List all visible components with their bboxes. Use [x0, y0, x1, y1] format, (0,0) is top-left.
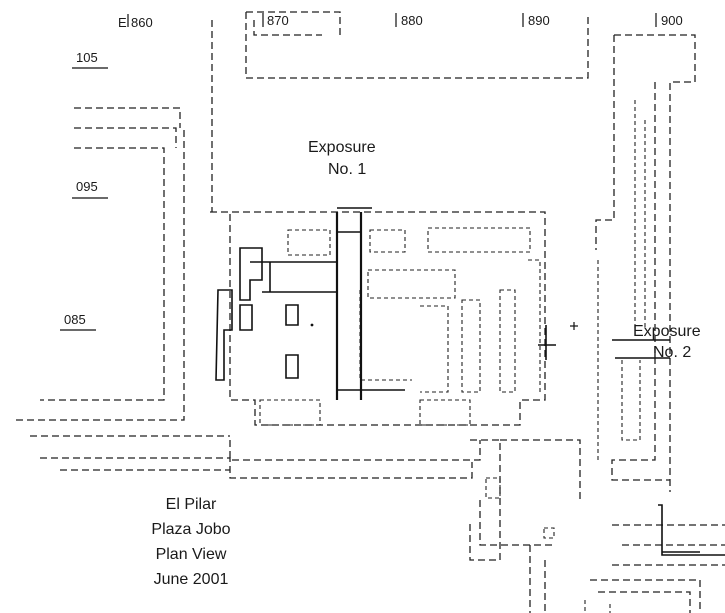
- northing-labels: 105 095 085: [60, 50, 108, 331]
- caption-view: Plan View: [156, 546, 227, 563]
- plan-caption: El Pilar Plaza Jobo Plan View June 2001: [151, 496, 230, 588]
- caption-date: June 2001: [154, 571, 229, 588]
- exposure-2-label-line2: No. 2: [653, 344, 691, 361]
- easting-labels: E 860 870 880 890 900: [118, 13, 683, 30]
- easting-label-890: 890: [528, 13, 550, 28]
- northing-label-105: 105: [76, 50, 98, 65]
- west-structure-outline: [14, 20, 230, 437]
- easting-prefix: E: [118, 15, 127, 30]
- caption-site: El Pilar: [166, 496, 217, 513]
- exposure-1-trench: [215, 207, 405, 400]
- northing-label-095: 095: [76, 179, 98, 194]
- easting-label-860: 860: [131, 15, 153, 30]
- northing-label-085: 085: [64, 312, 86, 327]
- caption-plaza: Plaza Jobo: [151, 521, 230, 538]
- easting-label-880: 880: [401, 13, 423, 28]
- exposure-1-label-line2: No. 1: [328, 161, 366, 178]
- north-platform-outline: [245, 11, 589, 79]
- exposure-2-trench: [538, 322, 725, 556]
- south-structure-outline: [469, 439, 725, 613]
- east-structure-outline: [595, 34, 696, 492]
- exposure-1-label-line1: Exposure: [308, 139, 376, 156]
- central-plaza-outline: [40, 211, 546, 479]
- easting-label-870: 870: [267, 13, 289, 28]
- exposure-2-label-line1: Exposure: [633, 323, 701, 340]
- easting-label-900: 900: [661, 13, 683, 28]
